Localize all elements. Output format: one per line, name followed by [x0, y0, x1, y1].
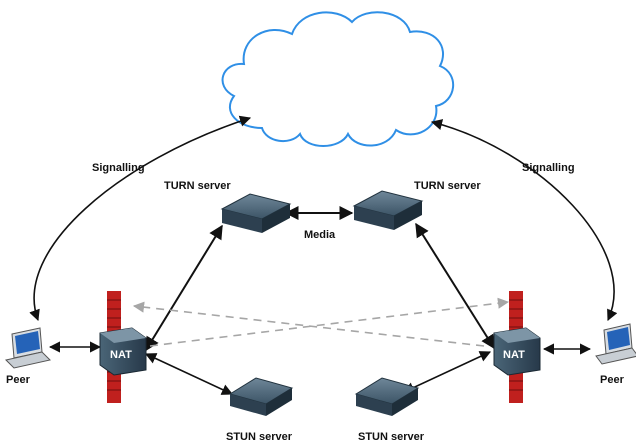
signalling-label-right: Signalling [522, 162, 575, 174]
internet-cloud [221, 11, 455, 147]
media-label: Media [304, 229, 336, 241]
nat-right-to-stun-left-arrow [402, 351, 492, 393]
turn-server-label-left: TURN server [164, 180, 231, 192]
nat-left-to-turn-left-arrow [145, 224, 223, 352]
nat-device-left [99, 327, 147, 376]
nat-label-left: NAT [110, 349, 132, 361]
turn-server-right-icon [352, 190, 424, 230]
nat-right-to-turn-right-arrow [415, 222, 495, 350]
stun-server-label-left: STUN server [226, 431, 293, 443]
signalling-label-left: Signalling [92, 162, 145, 174]
stun-server-left-icon [228, 377, 294, 416]
peer-label-left: Peer [6, 374, 31, 386]
signalling-arrow-left [29, 115, 252, 322]
nat-device-right [493, 327, 541, 376]
laptop-left-icon [5, 327, 51, 369]
laptop-right-icon [595, 323, 636, 365]
turn-server-left-icon [220, 193, 292, 233]
signalling-arrow-right [430, 119, 618, 322]
turn-server-label-right: TURN server [414, 180, 481, 192]
nat-label-right: NAT [503, 349, 525, 361]
stun-server-right-icon [354, 377, 420, 416]
dashed-p2p-arrow-upper [149, 297, 510, 347]
peer-label-right: Peer [600, 374, 625, 386]
stun-server-label-right: STUN server [358, 431, 425, 443]
dashed-p2p-arrow-lower [132, 301, 485, 347]
nat-left-to-stun-left-arrow [144, 353, 234, 395]
